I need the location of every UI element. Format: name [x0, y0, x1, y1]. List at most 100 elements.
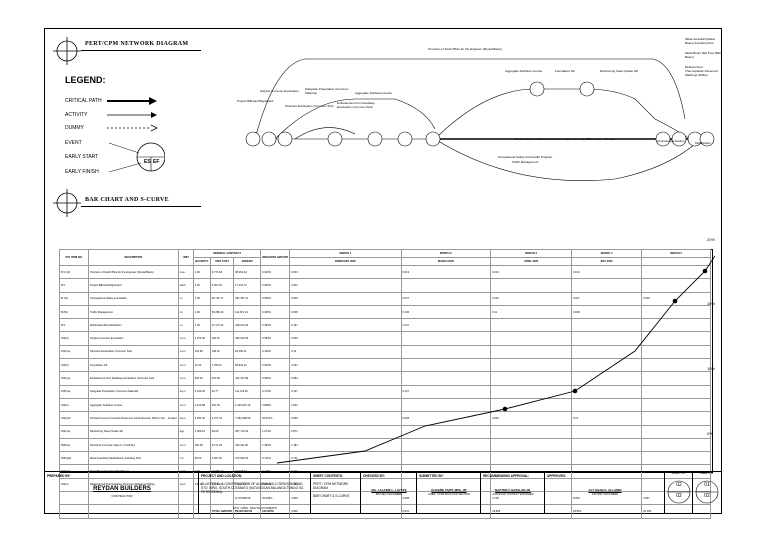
- cell-uc: 22.77: [209, 384, 235, 399]
- cell-qty: 190.00: [192, 437, 211, 453]
- cell-uc: 6,697.36: [209, 278, 235, 293]
- cell-desc: Provision of Field Office for the Engine…: [88, 264, 179, 280]
- cell-desc: Traffic Management: [88, 304, 179, 320]
- cell-qty: 1,066.10: [192, 424, 211, 439]
- cell-qty: 920.02: [192, 371, 211, 386]
- s-curve-point: [672, 298, 678, 304]
- tb-location: STO. NIÑO, SOUTH COTABATO: [232, 506, 278, 510]
- legend-activity: ACTIVITY: [65, 112, 88, 118]
- cell-qty: 1.00: [192, 318, 211, 333]
- col-desc: DESCRIPTION: [88, 249, 179, 266]
- cumulative-pct: 18.863: [571, 504, 643, 519]
- tb-prepared-role: CONTRACTOR: [111, 494, 133, 498]
- tb-approved: APPROVED: ALY SHAB K. ALLAMEI DISTRICT E…: [545, 472, 665, 514]
- schedule-value: 0.003: [291, 270, 298, 274]
- table-row: 612(1)Reflectorized Thermoplastic Paveme…: [59, 477, 711, 493]
- s-curve-point: [702, 268, 708, 274]
- cell-item: 311(1)f3: [59, 411, 89, 426]
- cell-uc: 148.01: [209, 344, 235, 360]
- sheet-number-icon: [695, 480, 719, 504]
- cell-uc: 6,774.68: [209, 264, 235, 280]
- tb-project: PROJECT AND LOCATION: CLUSTER B - A CONS…: [199, 472, 311, 514]
- bar-header: BAR CHART AND S-CURVE: [85, 197, 169, 203]
- legend-critical: CRITICAL PATH: [65, 98, 102, 104]
- cell-uc: 1,782.11: [209, 358, 235, 373]
- cell-uc: 66.00: [209, 424, 235, 439]
- net-act7: Foundation Fill: [555, 69, 575, 73]
- legend-dummy: DUMMY: [65, 125, 84, 131]
- schedule-value: 1.184: [291, 443, 298, 447]
- cell-item: B.9: [59, 318, 89, 333]
- cell-uc: 2,271.76: [209, 411, 235, 426]
- schedule-value: 0.136: [402, 310, 410, 314]
- cell-uc: 90,725.17: [209, 291, 235, 306]
- cell-qty: 1.00: [192, 304, 211, 320]
- tb-recommending: RECOMMENDING APPROVAL: NAPTER F. BATALAN…: [481, 472, 545, 514]
- cell-amt: 7,962,086.56: [233, 411, 262, 426]
- cell-desc: Metal Guardrail (Metal Beam) Including P…: [88, 451, 179, 466]
- schedule-value: 0.006: [291, 297, 298, 301]
- cell-uc: 910.03: [209, 397, 235, 413]
- schedule-value: 0.013: [402, 270, 410, 274]
- cell-desc: Project Billboard/Signboard: [88, 278, 179, 293]
- cell-desc: Aggregate Subbase Course: [88, 397, 179, 413]
- cell-unit: cu.m.: [177, 371, 194, 386]
- scurve-20: 20%: [707, 237, 716, 242]
- net-top-label: Provision of Field Office for the Engine…: [428, 47, 502, 51]
- cell-item: 105(1)a: [59, 384, 89, 399]
- legend-event: EVENT: [65, 140, 82, 146]
- cell-unit: l.s.: [177, 318, 194, 333]
- cell-unit: l.m.: [177, 451, 194, 466]
- cell-item: 104(1)a: [59, 371, 89, 386]
- net-act3: Aggregate Subbase Course: [355, 91, 393, 95]
- schedule-value: 0.038: [573, 310, 580, 314]
- legend-early-start: EARLY START: [65, 154, 99, 160]
- cell-uc: 196.33: [209, 331, 235, 346]
- schedule-value: 0.711: [291, 456, 298, 460]
- cell-desc: Structural Concrete Class A, 3 Cell Box: [88, 437, 179, 453]
- title-block: PREPARED BY: REYDAN BUILDERS CONTRACTOR …: [45, 471, 721, 514]
- cell-unit: kgs.: [177, 424, 194, 439]
- schedule-value: 0.030: [643, 297, 650, 301]
- cell-unit: cu.m.: [177, 358, 194, 373]
- cell-amt: 17,415.72: [233, 278, 262, 293]
- cell-desc: Embankment from Roadway Excavation (Comm…: [88, 371, 179, 386]
- schedule-value: 1.802: [291, 403, 298, 407]
- schedule-value: 0.11: [492, 310, 498, 314]
- schedule-value: 2.871: [291, 430, 298, 434]
- cell-unit: cu.m.: [177, 344, 194, 360]
- cell-item: 606(3)a1: [59, 451, 89, 466]
- cell-amt: 111,726.92: [233, 384, 262, 399]
- schedule-value: 6.068: [402, 416, 410, 420]
- net-right4: Structure Excavation: [657, 139, 685, 143]
- net-act2: Subgrade Preparation (Common Material): [305, 87, 349, 95]
- schedule-value: 0.127: [291, 390, 298, 394]
- cell-item: 505(2)a: [59, 437, 89, 453]
- table-row: B.5 (12)Provision of Field Office for th…: [59, 264, 711, 280]
- cell-unit: cu.m.: [177, 331, 194, 346]
- cell-unit: cu.m.: [177, 397, 194, 413]
- bar-chart-table: PAY ITEM NO. DESCRIPTION UNIT ORIGINAL C…: [59, 249, 711, 519]
- cell-amt: 98,164.44: [233, 264, 262, 280]
- cell-uc: 5,171.25: [209, 437, 235, 453]
- cell-desc: Occupational Safety and Health: [88, 291, 179, 306]
- cell-item: B.8(1): [59, 304, 89, 320]
- cell-qty: 31.62: [192, 358, 211, 373]
- cell-desc: Portland Cement Concrete Pavement (Unrei…: [88, 411, 179, 426]
- pert-header: PERT/CPM NETWORK DIAGRAM: [85, 41, 189, 47]
- cell-uc: 50,286.20: [209, 304, 235, 320]
- schedule-value: 0.127: [402, 390, 410, 394]
- cell-desc: Surplus Common Excavation: [88, 331, 179, 346]
- cell-unit: l.s.: [177, 304, 194, 320]
- legend-title: LEGEND:: [65, 75, 106, 85]
- cell-amt: 56,631.21: [233, 358, 262, 373]
- cell-item: 102(2): [59, 331, 89, 346]
